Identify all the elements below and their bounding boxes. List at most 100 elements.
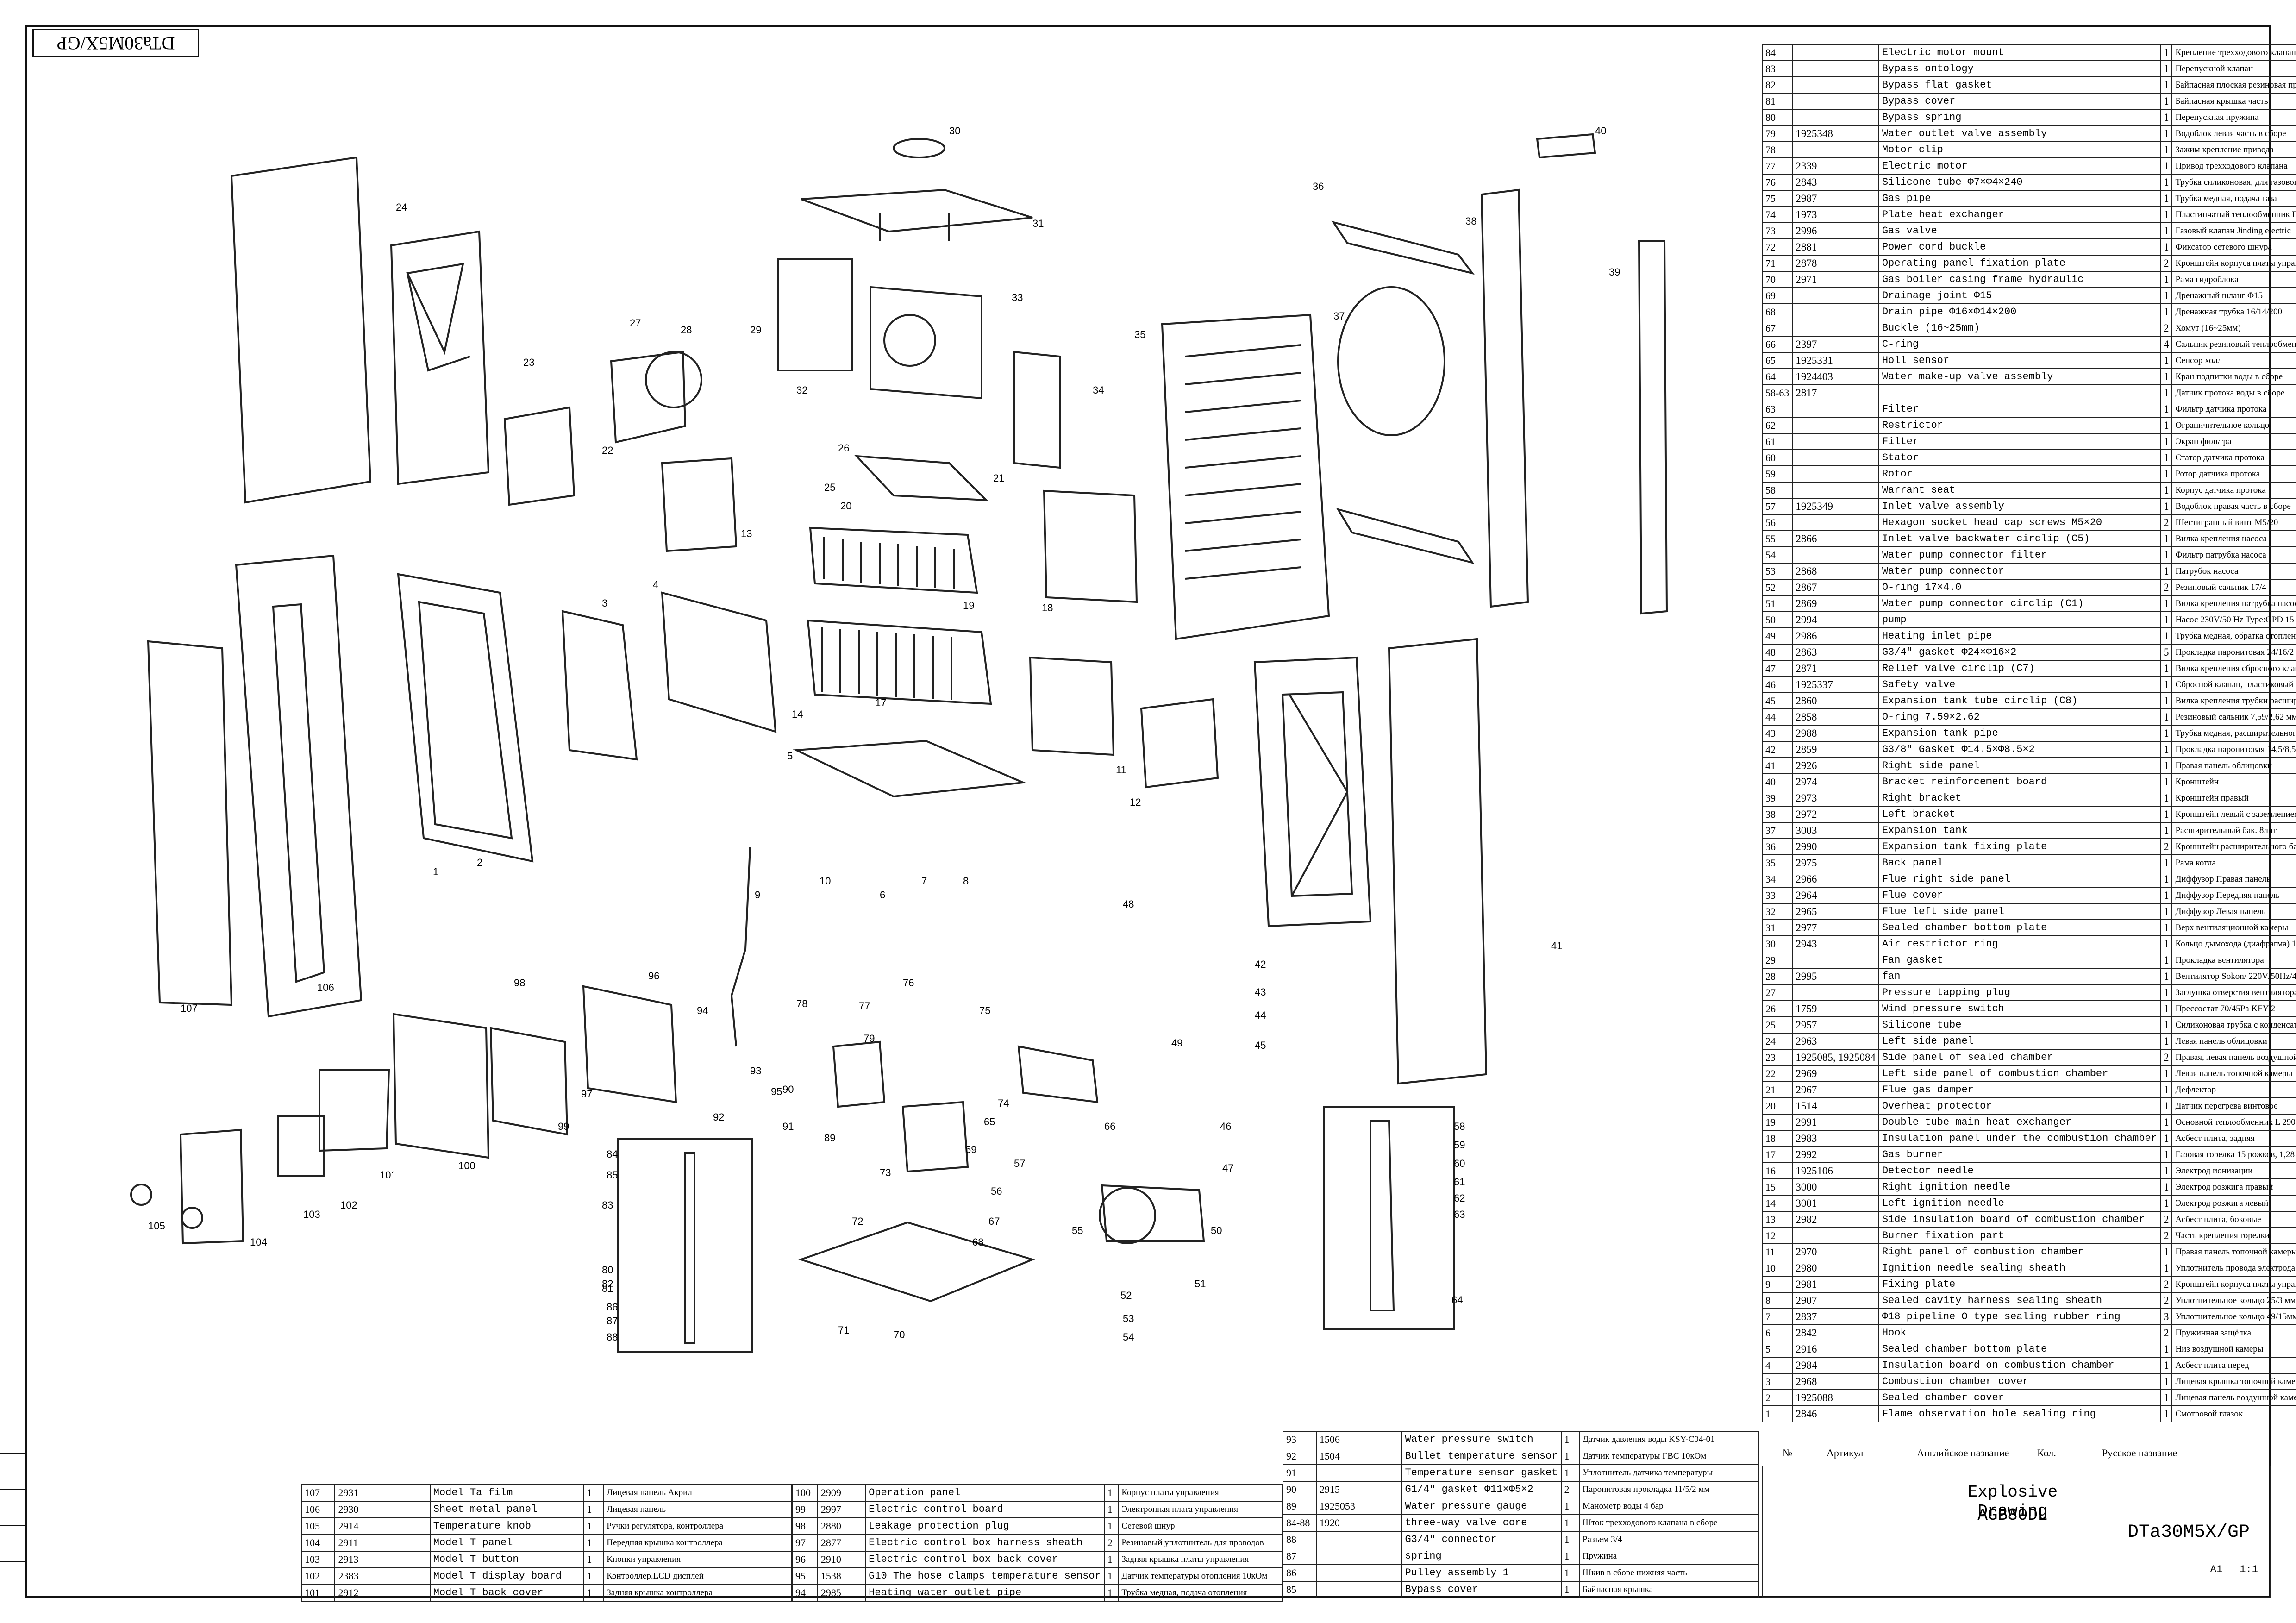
- cell-no: 69: [1761, 287, 1793, 304]
- cell-en: G10 The hose clamps temperature sensor: [865, 1567, 1105, 1585]
- cell-en: Sealed cavity harness sealing sheath: [1878, 1292, 2161, 1309]
- cell-qty: 1: [2159, 352, 2173, 369]
- callout-94: 94: [697, 1005, 708, 1016]
- cell-ru: Сенсор холл: [2171, 352, 2296, 369]
- cell-art: 2911: [334, 1534, 431, 1552]
- cell-ru: Асбест плита перед: [2171, 1357, 2296, 1374]
- callout-20: 20: [840, 500, 851, 512]
- cell-ru: Патрубок насоса: [2171, 563, 2296, 580]
- cell-en: Expansion tank tube circlip (C8): [1878, 692, 2161, 709]
- cell-art: 2868: [1792, 563, 1879, 580]
- gas-burner-17: [807, 619, 992, 705]
- cell-ru: Дренажный шланг Φ15: [2171, 287, 2296, 304]
- cell-ru: Прокладка паронитовая 24/16/2 мм: [2171, 644, 2296, 661]
- cell-en: O-ring 7.59×2.62: [1878, 708, 2161, 726]
- cell-ru: Пружинная защёлка: [2171, 1324, 2296, 1341]
- cell-no: 102: [300, 1567, 336, 1585]
- temperature-knob-105: [130, 1184, 152, 1206]
- cell-art: 2963: [1792, 1033, 1879, 1050]
- right-bracket-39: [1638, 240, 1668, 615]
- callout-52: 52: [1120, 1290, 1132, 1301]
- cell-no: 5: [1761, 1341, 1793, 1358]
- callout-101: 101: [380, 1169, 397, 1181]
- cell-art: [1792, 76, 1879, 94]
- cell-ru: Хомут (16~25мм): [2171, 320, 2296, 337]
- cell-art: 2997: [817, 1501, 866, 1518]
- cell-en: Holl sensor: [1878, 352, 2161, 369]
- callout-51: 51: [1195, 1278, 1206, 1290]
- cell-qty: 1: [1560, 1564, 1580, 1582]
- cell-art: 2980: [1792, 1260, 1879, 1277]
- cell-qty: 1: [1103, 1584, 1119, 1602]
- cell-ru: Смотровой глазок: [2171, 1405, 2296, 1422]
- cell-no: 25: [1761, 1016, 1793, 1034]
- cell-en: Water make-up valve assembly: [1878, 368, 2161, 385]
- cell-qty: 1: [2159, 482, 2173, 499]
- cell-ru: Диффузор Правая панель: [2171, 871, 2296, 888]
- callout-78: 78: [796, 998, 807, 1009]
- cell-no: 95: [792, 1567, 818, 1585]
- cell-art: 2859: [1792, 741, 1879, 758]
- cell-en: Drainage joint Φ15: [1878, 287, 2161, 304]
- side-insulation-board-13: [661, 457, 738, 552]
- cell-en: Detector needle: [1878, 1162, 2161, 1179]
- cell-no: 48: [1761, 644, 1793, 661]
- cell-qty: 1: [2159, 238, 2173, 256]
- cell-ru: Верх вентиляционной камеры: [2171, 919, 2296, 936]
- cell-qty: 1: [2159, 190, 2173, 207]
- cell-no: 52: [1761, 579, 1793, 596]
- cell-no: 73: [1761, 222, 1793, 239]
- cell-art: 2926: [1792, 757, 1879, 774]
- cell-no: 98: [792, 1517, 818, 1535]
- sheet-metal-panel-106: [235, 554, 363, 1018]
- callout-18: 18: [1042, 602, 1053, 614]
- drawing-code: DTa30M5X/GP: [2127, 1522, 2250, 1543]
- callout-90: 90: [782, 1084, 794, 1095]
- left-bracket-38: [1480, 188, 1529, 608]
- water-make-up-valve-64: [1370, 1120, 1395, 1311]
- callout-11: 11: [1116, 764, 1126, 776]
- cell-art: 1920: [1315, 1514, 1402, 1532]
- callout-77: 77: [859, 1000, 870, 1012]
- callout-82: 82: [602, 1278, 613, 1290]
- cell-en: Right bracket: [1878, 790, 2161, 807]
- cell-ru: Датчик температуры отопления 10кОм: [1118, 1567, 1283, 1585]
- cell-en: Drain pipe Φ16×Φ14×200: [1878, 303, 2161, 320]
- cell-qty: 1: [2159, 1162, 2173, 1179]
- callout-87: 87: [607, 1315, 618, 1327]
- cell-qty: 1: [2159, 660, 2173, 677]
- cell-qty: 1: [1560, 1464, 1580, 1482]
- cell-art: 2860: [1792, 692, 1879, 709]
- cell-en: Model Ta film: [429, 1484, 584, 1502]
- callout-43: 43: [1255, 986, 1266, 998]
- cell-en: G3/4" gasket Φ24×Φ16×2: [1878, 644, 2161, 661]
- combustion-chamber-right-panel-3: [561, 610, 638, 761]
- cell-ru: Кронштейн левый с заземлением: [2171, 806, 2296, 823]
- cell-art: 2977: [1792, 919, 1879, 936]
- cell-ru: Рама гидроблока: [2171, 271, 2296, 288]
- cell-qty: 1: [2159, 76, 2173, 94]
- cell-no: 51: [1761, 595, 1793, 612]
- cell-no: 45: [1761, 692, 1793, 709]
- cell-en: Water pump connector circlip (C1): [1878, 595, 2161, 612]
- callout-102: 102: [340, 1199, 357, 1211]
- cell-ru: Экран фильтра: [2171, 433, 2296, 450]
- cell-ru: Кран подпитки воды в сборе: [2171, 368, 2296, 385]
- cell-ru: Кронштейн: [2171, 773, 2296, 790]
- cell-ru: Кронштейн расширительного бака: [2171, 838, 2296, 855]
- cell-no: 65: [1761, 352, 1793, 369]
- cell-no: 81: [1761, 93, 1793, 110]
- cell-no: 61: [1761, 433, 1793, 450]
- cell-qty: 1: [1560, 1514, 1580, 1532]
- cell-ru: Расширительный бак. 8лит: [2171, 822, 2296, 839]
- cell-qty: 1: [2159, 595, 2173, 612]
- sheet-format: A1: [2210, 1564, 2223, 1575]
- cell-ru: Правая панель облицовки: [2171, 757, 2296, 774]
- callout-47: 47: [1222, 1162, 1233, 1174]
